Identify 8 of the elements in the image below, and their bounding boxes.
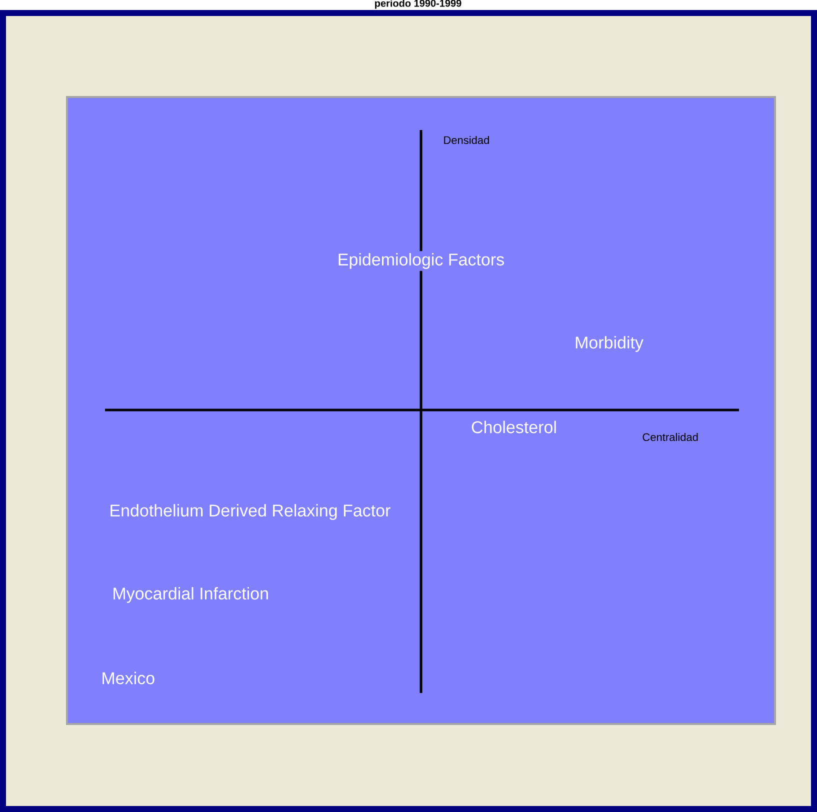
axis-label: Centralidad xyxy=(642,432,698,442)
theme-label: Cholesterol xyxy=(469,418,559,436)
theme-label: Epidemiologic Factors xyxy=(335,251,507,271)
theme-label: Myocardial Infarction xyxy=(110,585,272,605)
theme-label: Endothelium Derived Relaxing Factor xyxy=(107,502,393,522)
theme-label: Morbidity xyxy=(572,334,646,354)
theme-label: Mexico xyxy=(99,670,158,686)
axis-label: Densidad xyxy=(444,136,489,144)
